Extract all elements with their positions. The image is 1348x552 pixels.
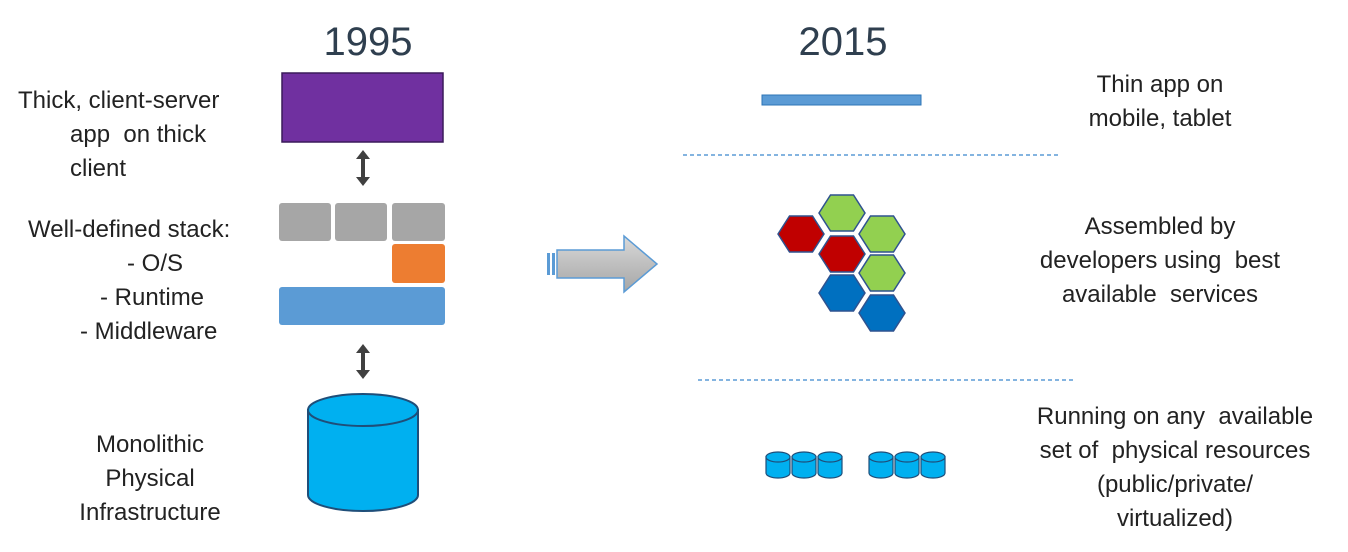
hexagon-blue <box>858 294 906 332</box>
year-1995-heading: 1995 <box>323 20 413 64</box>
assembled-services-label: Assembled by developers using best avail… <box>1039 213 1281 308</box>
thick-app-block <box>281 72 444 143</box>
mini-database-icon <box>765 451 791 479</box>
hexagon-green <box>858 215 906 253</box>
thick-app-label: Thick, client-server app on thick client <box>18 87 220 182</box>
mini-database-icon <box>817 451 843 479</box>
mini-database-icon <box>868 451 894 479</box>
stack-block-blue <box>279 287 445 325</box>
mini-database-icon <box>920 451 946 479</box>
hexagon-green <box>858 254 906 292</box>
stack-block-gray-1 <box>279 203 331 241</box>
stack-block-gray-2 <box>335 203 387 241</box>
resource-cylinders <box>765 451 946 479</box>
transition-arrow-icon <box>547 234 659 294</box>
monolithic-infra-label: Monolithic Physical Infrastructure <box>79 431 221 526</box>
mini-database-icon <box>791 451 817 479</box>
stack-block-gray-3 <box>392 203 445 241</box>
stack-block-orange <box>392 244 445 283</box>
hexagon-red <box>818 235 866 273</box>
double-arrow-icon <box>356 344 370 379</box>
hexagon-blue <box>818 274 866 312</box>
thin-app-bar <box>761 94 922 106</box>
stack-label: Well-defined stack: - O/S - Runtime - Mi… <box>28 216 231 345</box>
database-icon <box>307 393 419 512</box>
hexagon-green <box>818 194 866 232</box>
double-arrow-icon <box>356 150 370 186</box>
physical-resources-label: Running on any available set of physical… <box>1036 403 1314 532</box>
year-2015-heading: 2015 <box>798 20 888 64</box>
mini-database-icon <box>894 451 920 479</box>
services-hexagon-cluster <box>777 194 906 332</box>
thin-app-label: Thin app on mobile, tablet <box>1088 71 1232 132</box>
hexagon-red <box>777 215 825 253</box>
